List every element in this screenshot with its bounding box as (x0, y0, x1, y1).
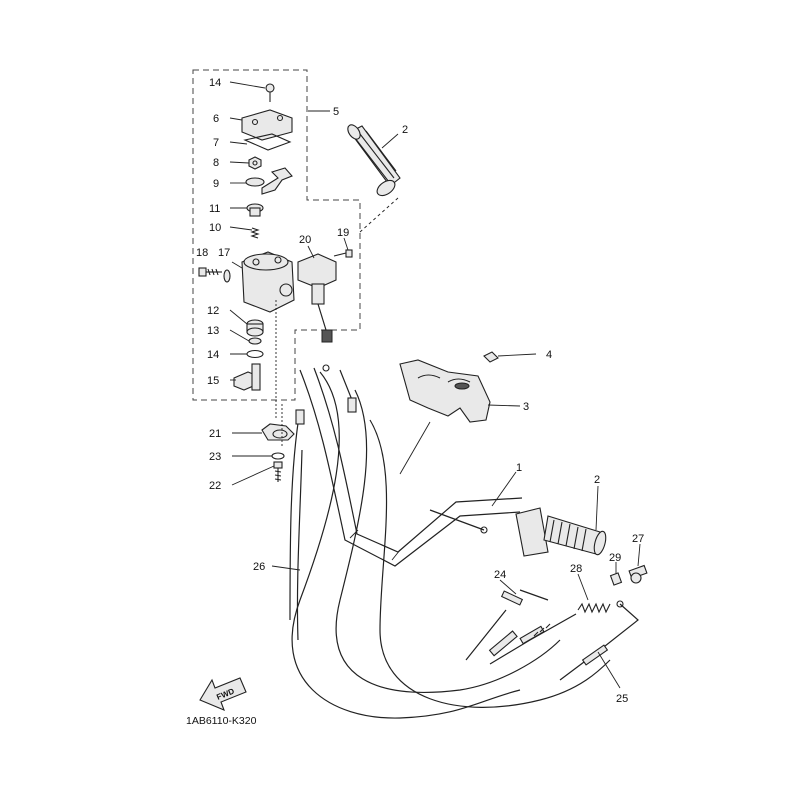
throttle-housing (241, 251, 295, 313)
callout-2-lower: 2 (594, 474, 600, 486)
part-19-screw (333, 249, 353, 258)
cable-loop-middle (335, 389, 561, 693)
part-18-bolt (198, 267, 222, 277)
part-6-cover (241, 109, 293, 141)
cable-loop-left (291, 371, 521, 719)
part-15-shaft (233, 363, 261, 391)
callout-14: 14 (207, 349, 219, 361)
callout-13: 13 (207, 325, 219, 337)
part-11-collar (246, 203, 264, 217)
part-9-lever (245, 167, 293, 195)
callout-4: 4 (546, 349, 552, 361)
callout-29: 29 (609, 552, 621, 564)
part-28-spring (577, 602, 611, 614)
part-27-adjuster (628, 564, 648, 584)
part-3-handlebar-cover (399, 359, 491, 423)
cable-middle-adjuster (489, 613, 577, 665)
fwd-arrow-icon: FWD (199, 677, 247, 711)
part-29-ferrule (609, 572, 623, 586)
part-1-handlebar (299, 367, 523, 567)
part-24-cable (465, 589, 549, 661)
grip-ref-line (359, 197, 399, 233)
part-12-bushing (246, 319, 264, 337)
callout-9: 9 (213, 178, 219, 190)
callout-15: 15 (207, 375, 219, 387)
callout-25: 25 (616, 693, 628, 705)
callout-1: 1 (516, 462, 522, 474)
callout-20: 20 (299, 234, 311, 246)
part-17-washer (223, 269, 231, 283)
part-26-cable (289, 409, 303, 641)
callout-12: 12 (207, 305, 219, 317)
callout-17: 17 (218, 247, 230, 259)
part-25-cable (559, 600, 639, 681)
callout-26: 26 (253, 561, 265, 573)
switch-assembly-boundary (192, 69, 361, 401)
part-13-washer (248, 337, 262, 345)
callout-27: 27 (632, 533, 644, 545)
callout-7: 7 (213, 137, 219, 149)
diagram-code: 1AB6110-K320 (186, 715, 257, 727)
callout-28: 28 (570, 563, 582, 575)
part-4-emblem (483, 351, 499, 363)
part-7-gasket (243, 133, 292, 151)
leader-lines (229, 81, 641, 689)
callout-22: 22 (209, 480, 221, 492)
callout-21: 21 (209, 428, 221, 440)
part-10-spring (250, 227, 260, 239)
callout-3: 3 (523, 401, 529, 413)
part-21-clamp (261, 423, 295, 441)
callout-5: 5 (333, 106, 339, 118)
callout-labels: 14 6 7 8 9 11 10 18 17 20 19 12 13 14 15… (196, 77, 644, 705)
callout-18: 18 (196, 247, 208, 259)
cable-loop-right (369, 419, 611, 708)
callout-24: 24 (494, 569, 506, 581)
part-2-grip-lower (515, 507, 607, 557)
callout-8: 8 (213, 157, 219, 169)
part-2-grip-upper (347, 124, 401, 197)
part-16-screw (265, 83, 275, 102)
callout-6: 6 (213, 113, 219, 125)
callout-10: 10 (209, 222, 221, 234)
cable-end-fittings (295, 364, 357, 425)
callout-19: 19 (337, 227, 349, 239)
part-22-bolt (273, 461, 283, 482)
part-20-switch (297, 253, 337, 343)
part-14-washer (246, 349, 264, 359)
part-8-nut (248, 156, 262, 170)
part-23-washer (271, 452, 285, 460)
callout-16: 14 (209, 77, 221, 89)
callout-2-upper: 2 (402, 124, 408, 136)
callout-23: 23 (209, 451, 221, 463)
callout-11: 11 (209, 203, 220, 215)
